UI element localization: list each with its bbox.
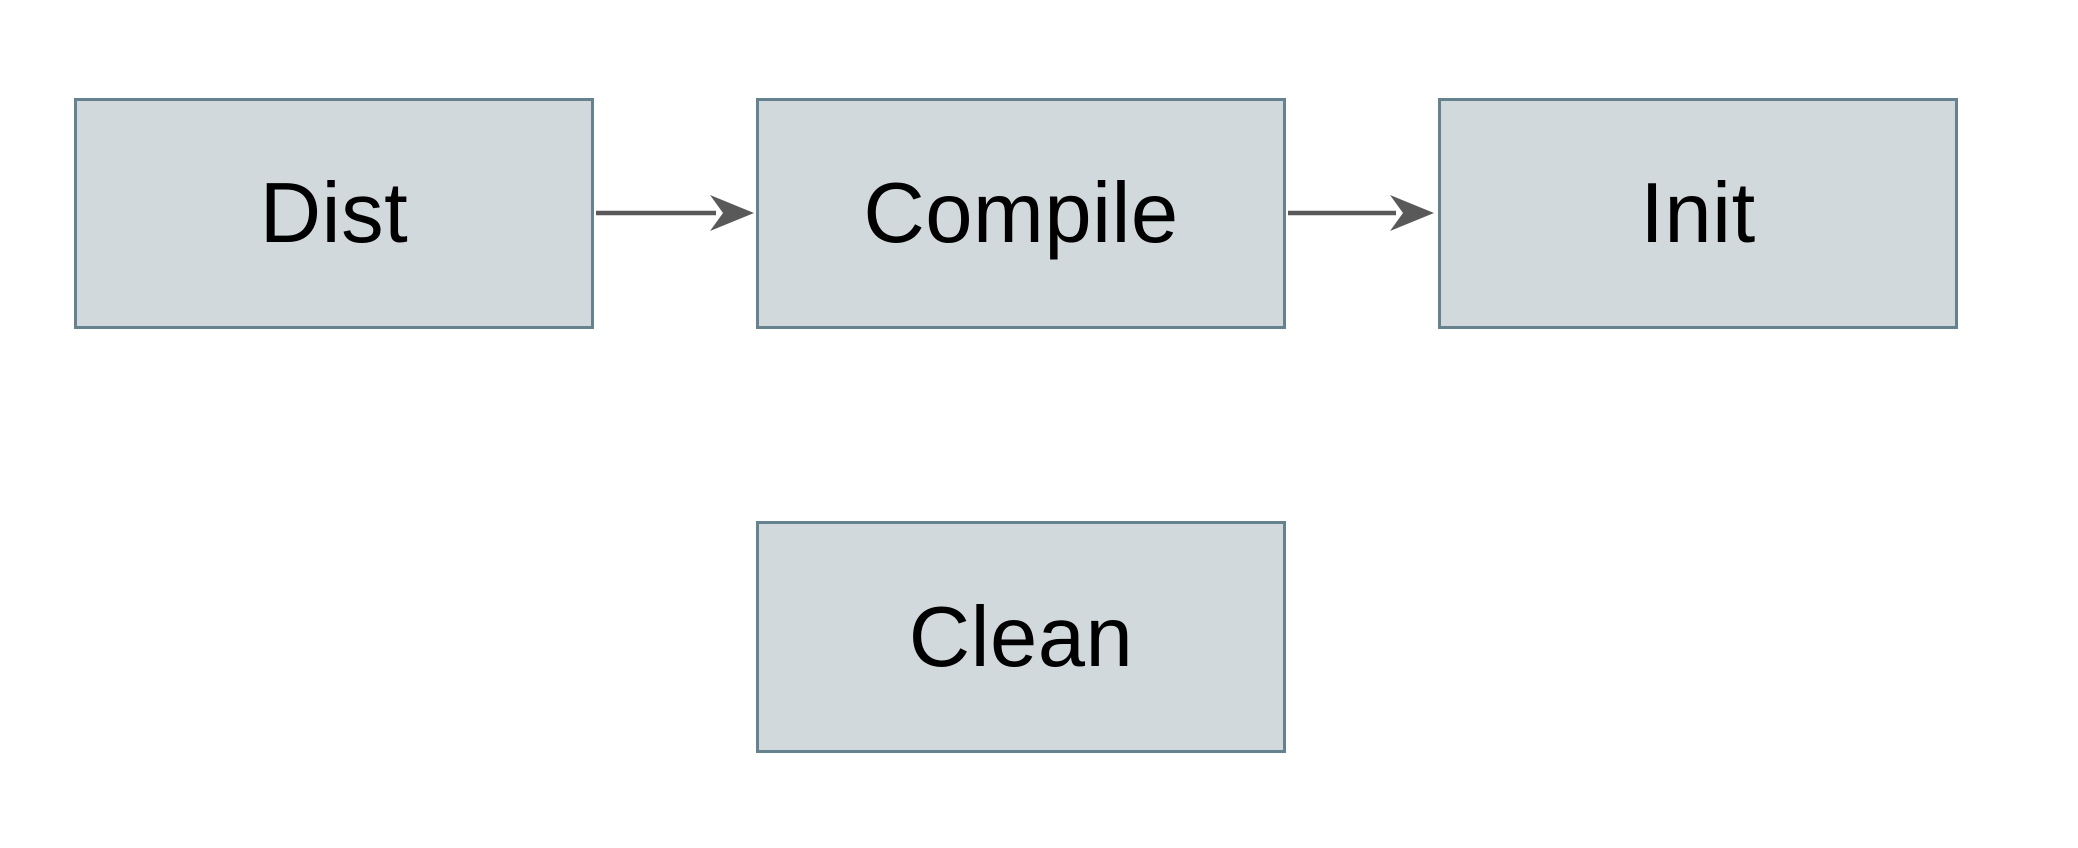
node-compile-label: Compile <box>863 166 1179 261</box>
node-dist-label: Dist <box>259 166 409 261</box>
node-init-label: Init <box>1640 166 1756 261</box>
node-clean[interactable]: Clean <box>756 521 1286 753</box>
node-compile[interactable]: Compile <box>756 98 1286 329</box>
node-clean-label: Clean <box>908 589 1134 685</box>
node-init[interactable]: Init <box>1438 98 1958 329</box>
arrowhead-icon <box>710 195 754 231</box>
edge-compile-to-init[interactable] <box>1288 195 1434 231</box>
node-dist[interactable]: Dist <box>74 98 594 329</box>
edge-dist-to-compile[interactable] <box>596 195 754 231</box>
arrowhead-icon <box>1390 195 1434 231</box>
